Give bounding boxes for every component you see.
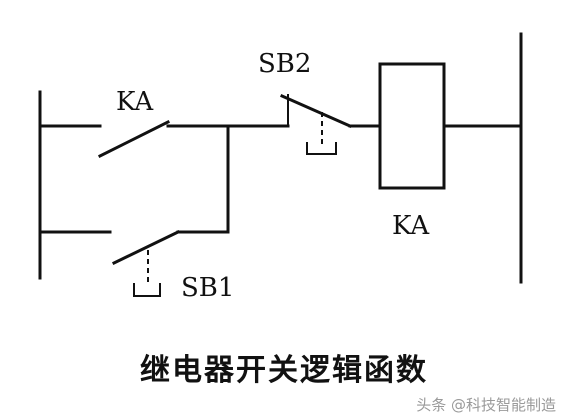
ka-coil-label: KA: [392, 211, 430, 241]
ka-coil: [378, 62, 446, 190]
watermark-text: 头条 @科技智能制造: [416, 396, 556, 414]
sb1-actuator-cap: [133, 283, 161, 297]
diagram-title: 继电器开关逻辑函数: [140, 353, 428, 388]
ka-contact-label: KA: [116, 87, 154, 117]
sb2-actuator-cap: [306, 142, 337, 155]
sb2-contact-blade: [280, 94, 352, 128]
ka-contact-blade: [97, 119, 171, 159]
sb1-label: SB1: [181, 273, 234, 303]
sb2-label: SB2: [258, 49, 311, 79]
sb1-contact-blade: [111, 229, 181, 266]
